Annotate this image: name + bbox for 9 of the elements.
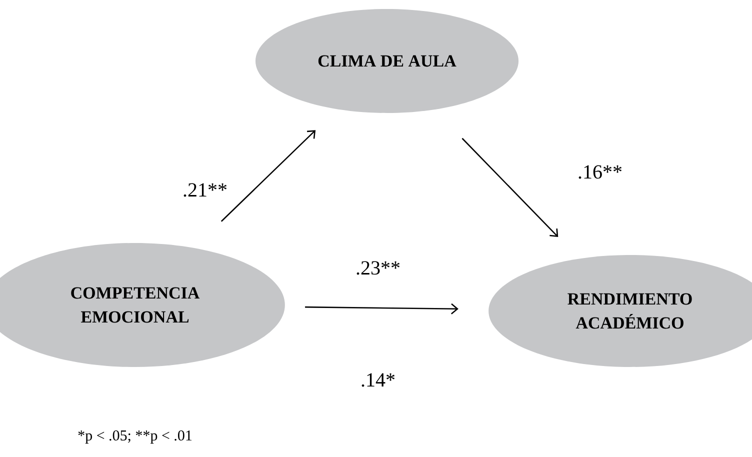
edge-label: .23** <box>356 261 400 275</box>
coefficient-label: .14* <box>362 373 395 387</box>
arrow <box>220 130 316 222</box>
ellipse-node: CLIMA DE AULA <box>255 9 519 113</box>
arrow <box>462 138 558 238</box>
edge-label: .16** <box>578 165 622 179</box>
arrow <box>305 303 458 314</box>
edge-label: .21** <box>184 183 227 197</box>
footnote: *p < .05; **p < .01 <box>78 430 192 444</box>
